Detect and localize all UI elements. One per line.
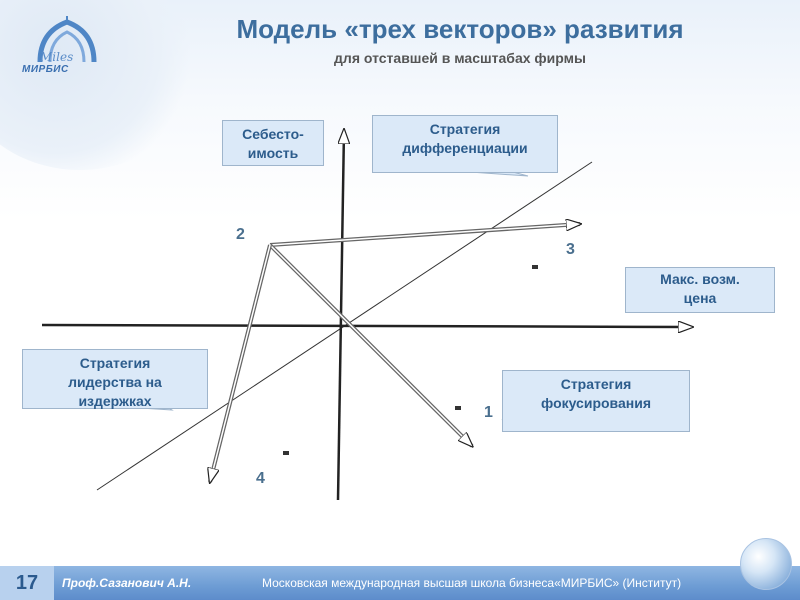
logo-script-text: Miles xyxy=(40,50,74,64)
focus-strategy-label: Стратегия фокусирования xyxy=(502,370,690,432)
page-number: 17 xyxy=(0,566,54,600)
page-title: Модель «трех векторов» развития xyxy=(236,14,684,44)
price-axis xyxy=(41,325,692,327)
price-axis-label: Макс. возм. цена xyxy=(625,267,775,313)
point-label-1: 1 xyxy=(484,404,493,421)
point-label-3: 3 xyxy=(566,241,575,258)
footer-author: Проф.Сазанович А.Н. xyxy=(62,576,192,590)
cost-axis-label: Себесто- имость xyxy=(222,120,324,166)
point-label-4: 4 xyxy=(256,470,265,487)
vector-to-1 xyxy=(268,243,472,446)
mirbis-logo-icon xyxy=(37,16,97,63)
globe-icon xyxy=(740,538,792,590)
logo-brand-text: МИРБИС xyxy=(22,64,69,75)
footer-bar xyxy=(0,566,800,600)
footer-organization: Московская международная высшая школа би… xyxy=(262,576,682,590)
vector-to-3 xyxy=(269,224,580,247)
point-marker-3 xyxy=(532,265,538,269)
point-label-2: 2 xyxy=(236,226,245,243)
point-marker-1 xyxy=(455,406,461,410)
differentiation-strategy-label: Стратегия дифференциации xyxy=(372,115,558,173)
cost-leadership-strategy-label: Стратегия лидерства на издержках xyxy=(22,349,208,409)
vector-to-4 xyxy=(210,244,272,482)
page-subtitle: для отставшей в масштабах фирмы xyxy=(334,50,586,66)
point-marker-4 xyxy=(283,451,289,455)
